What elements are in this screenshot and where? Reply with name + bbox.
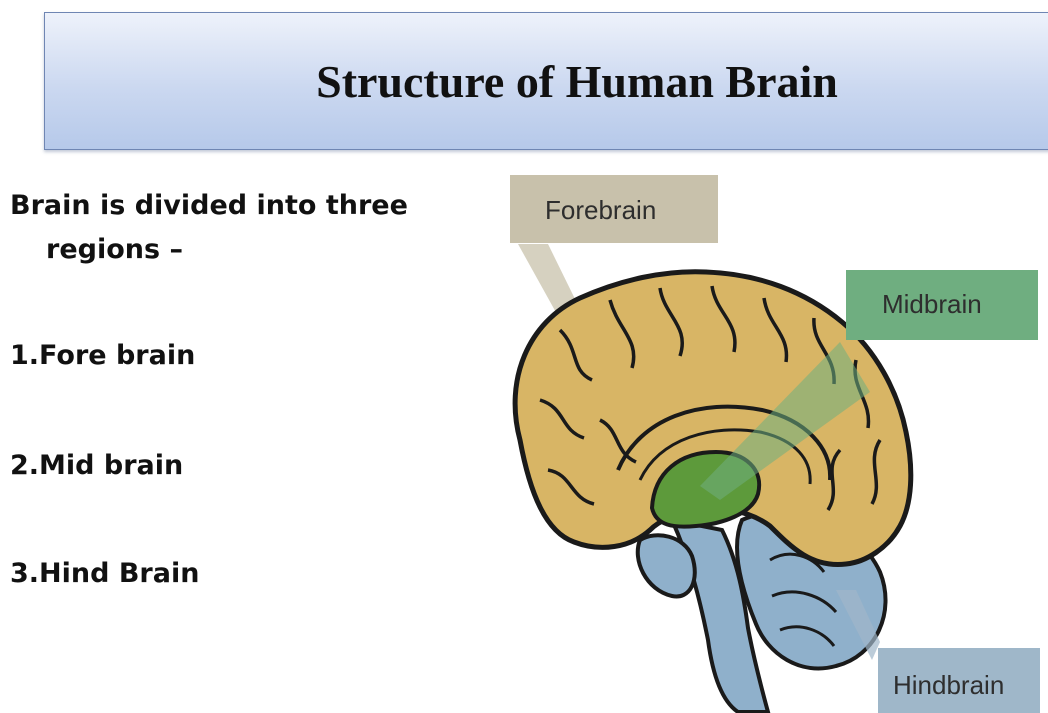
midbrain-label: Midbrain [882, 289, 982, 319]
hindbrain-label: Hindbrain [893, 670, 1004, 700]
forebrain-label: Forebrain [545, 195, 656, 225]
pons [638, 535, 695, 596]
